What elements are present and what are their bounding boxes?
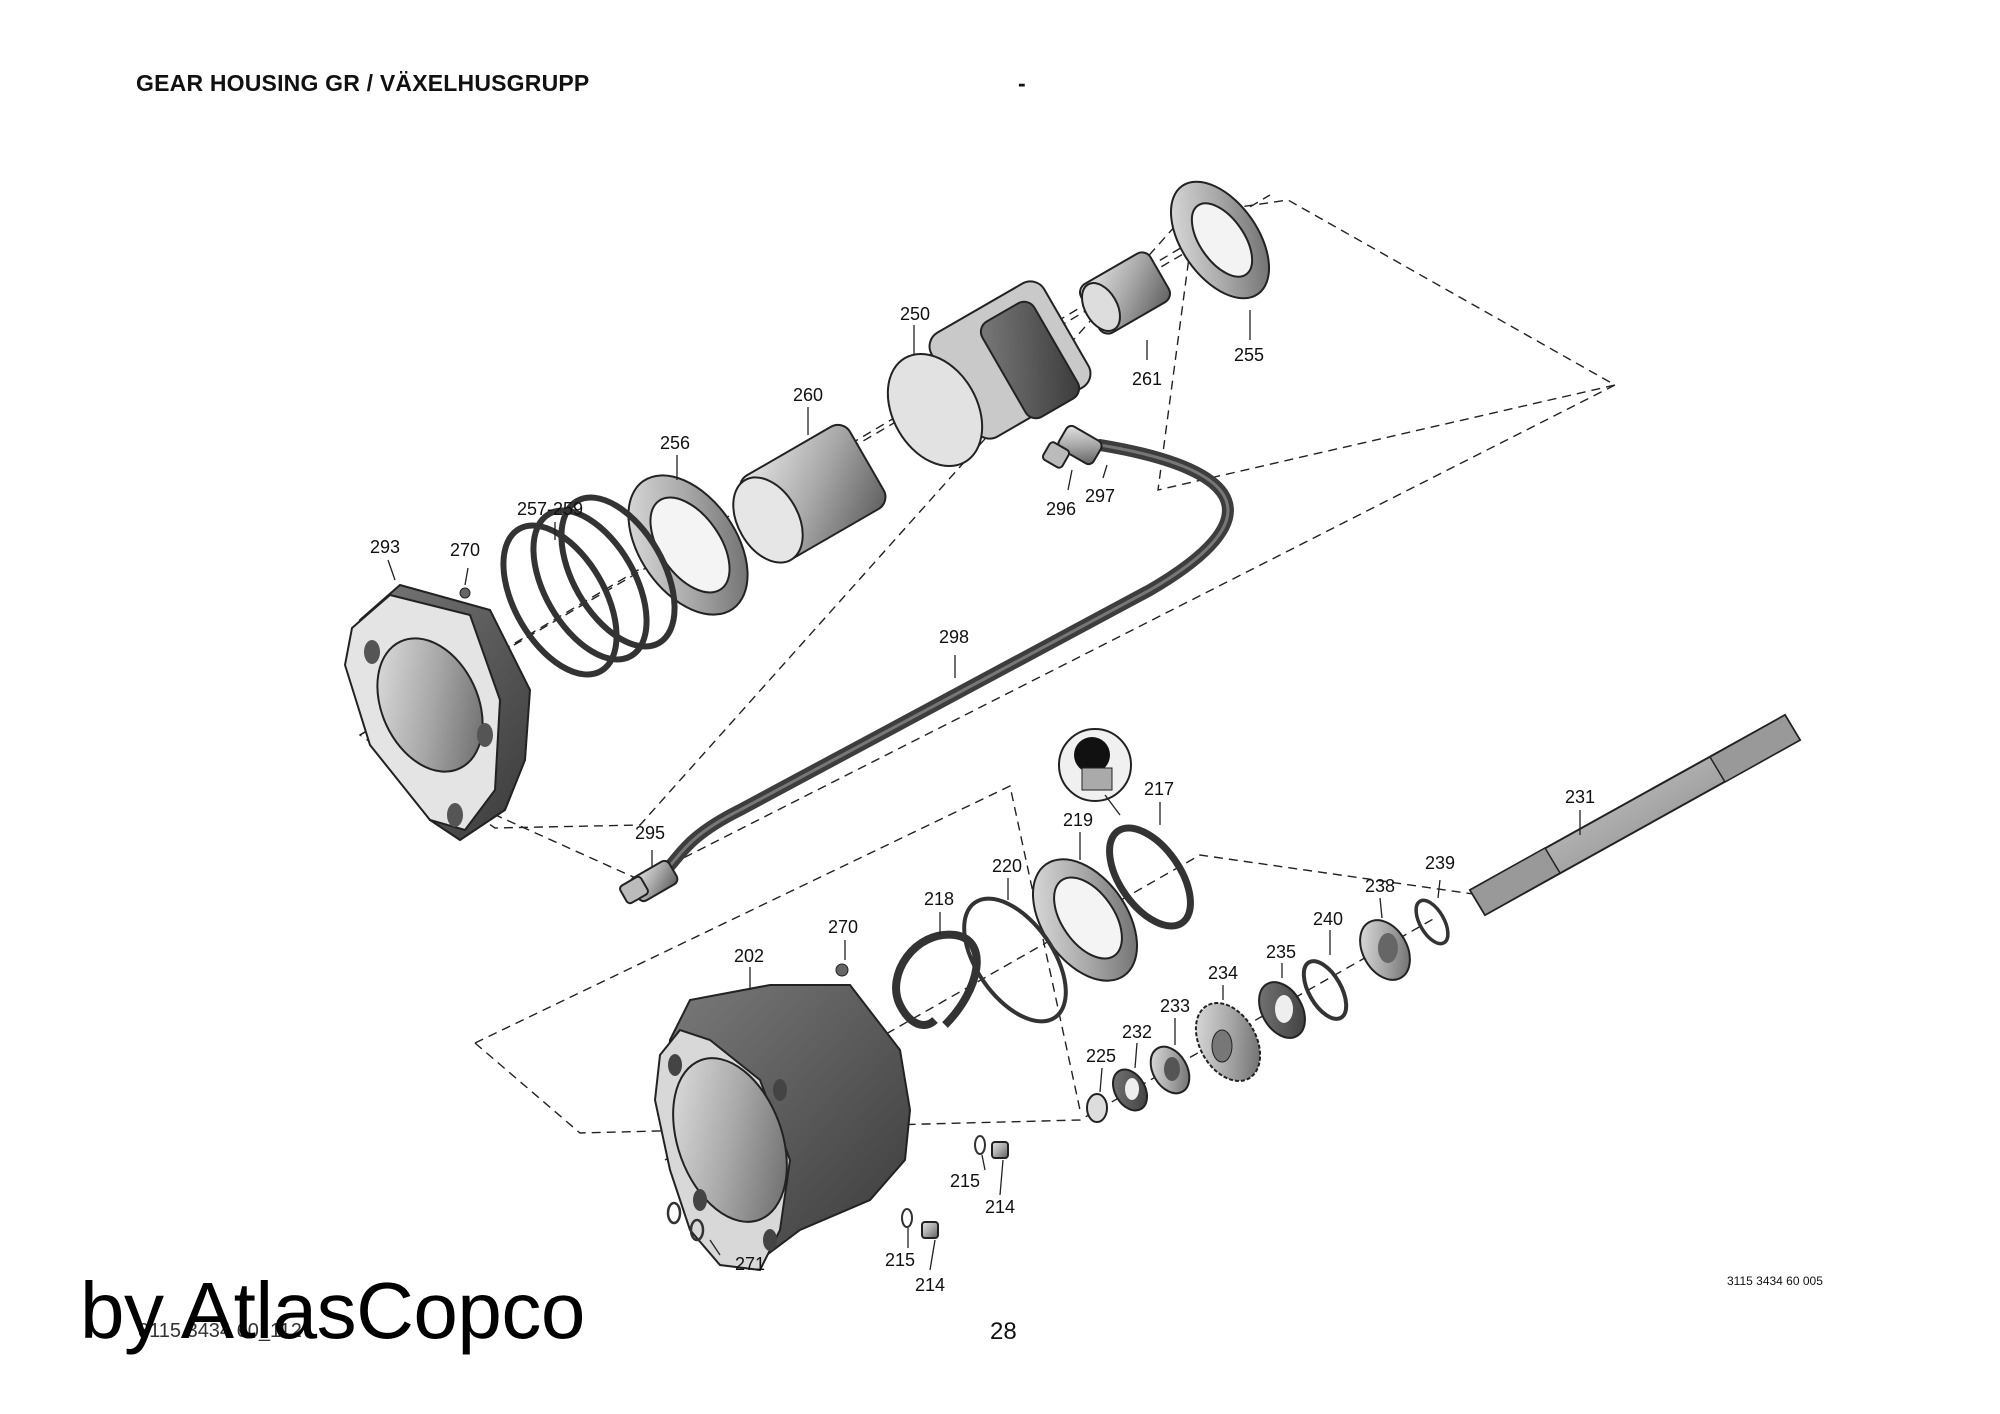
part-232-bearing [1111, 1068, 1149, 1112]
lower-assembly-outline [474, 784, 1081, 1111]
part-270-plug-upper [459, 587, 471, 599]
part-240-ring [1301, 959, 1349, 1021]
part-260-sleeve [732, 423, 887, 564]
callout-219: 219 [1063, 810, 1093, 830]
header-separator: - [1018, 70, 1026, 96]
callout-257-259: 257-259 [517, 499, 583, 519]
part-214-215-plug-washer-upper [974, 1135, 1009, 1159]
part-270-plug-lower [835, 963, 849, 977]
part-257-259-o-rings [500, 494, 678, 678]
callout-234: 234 [1208, 963, 1238, 983]
part-217-ring [1106, 824, 1194, 930]
callout-238: 238 [1365, 876, 1395, 896]
callout-256: 256 [660, 433, 690, 453]
callout-235: 235 [1266, 942, 1296, 962]
callout-214-lower: 214 [915, 1275, 945, 1295]
part-255-bearing [1169, 180, 1271, 300]
drawing-reference-left: 3115 3434 60_112 [138, 1320, 302, 1342]
callout-220: 220 [992, 856, 1022, 876]
part-293-flange-cover [343, 583, 532, 842]
callout-261: 261 [1132, 369, 1162, 389]
callout-labels: 250 255 261 260 256 257-259 293 270 296 … [370, 304, 1595, 1295]
callout-218: 218 [924, 889, 954, 909]
part-233-bearing [1149, 1045, 1191, 1095]
lower-return-line [474, 917, 1436, 1134]
part-296-297-elbow-fitting [1041, 424, 1103, 469]
callout-297: 297 [1085, 486, 1115, 506]
callout-293: 293 [370, 537, 400, 557]
callout-271: 271 [735, 1254, 765, 1274]
part-261-bushing [1079, 251, 1171, 335]
part-220-ring [962, 896, 1068, 1024]
part-250-gear-shaft [886, 280, 1092, 468]
callout-202: 202 [734, 946, 764, 966]
part-298-hose-highlight [658, 443, 1230, 877]
callout-217: 217 [1144, 779, 1174, 799]
drawing-reference-number: 3115 3434 60 005 [1727, 1274, 1823, 1288]
callout-295: 295 [635, 823, 665, 843]
callout-298: 298 [939, 627, 969, 647]
upper-return-line [479, 384, 1616, 881]
callout-255: 255 [1234, 345, 1264, 365]
callout-231: 231 [1565, 787, 1595, 807]
callout-215-upper: 215 [950, 1171, 980, 1191]
part-238-bearing [1359, 919, 1411, 981]
part-219-bearing [1031, 858, 1139, 982]
callout-250: 250 [900, 304, 930, 324]
part-202-gear-housing [653, 984, 912, 1272]
callout-270-upper: 270 [450, 540, 480, 560]
part-225-washer [1086, 1093, 1108, 1123]
part-239-ring [1414, 898, 1450, 946]
part-256-seal [627, 474, 749, 616]
detail-bubble [1058, 728, 1132, 816]
callout-232: 232 [1122, 1022, 1152, 1042]
callout-240: 240 [1313, 909, 1343, 929]
part-295-elbow-fitting [619, 859, 679, 905]
part-231-shaft [1468, 713, 1802, 917]
callout-296: 296 [1046, 499, 1076, 519]
part-271-o-rings [666, 1201, 705, 1242]
callout-260: 260 [793, 385, 823, 405]
callout-215-lower: 215 [885, 1250, 915, 1270]
part-214-215-plug-washer-lower [901, 1208, 939, 1239]
part-235-bearing [1258, 981, 1306, 1039]
page-title: GEAR HOUSING GR / VÄXELHUSGRUPP [136, 70, 590, 96]
part-218-circlip [892, 930, 981, 1029]
page-number: 28 [990, 1318, 1017, 1345]
callout-225: 225 [1086, 1046, 1116, 1066]
watermark-text: by AtlasCopco [80, 1266, 585, 1355]
callout-214-upper: 214 [985, 1197, 1015, 1217]
leader-lines [387, 310, 1581, 1271]
part-234-gear [1194, 1002, 1262, 1082]
callout-233: 233 [1160, 996, 1190, 1016]
callout-270-lower: 270 [828, 917, 858, 937]
callout-239: 239 [1425, 853, 1455, 873]
